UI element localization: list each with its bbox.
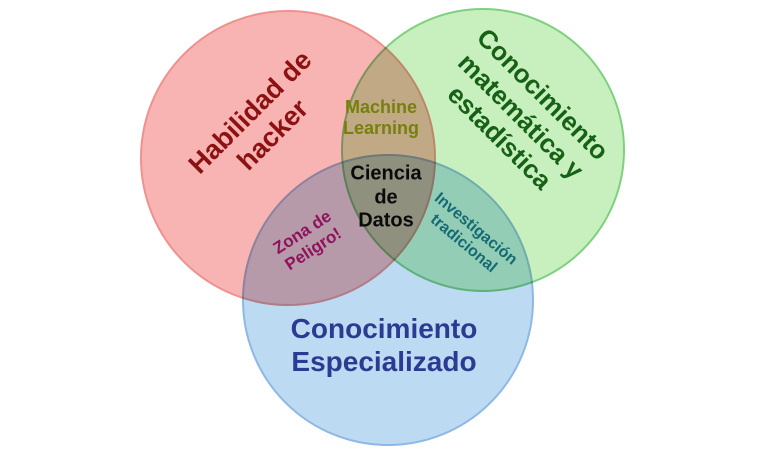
- circle-domain-knowledge: [242, 154, 534, 446]
